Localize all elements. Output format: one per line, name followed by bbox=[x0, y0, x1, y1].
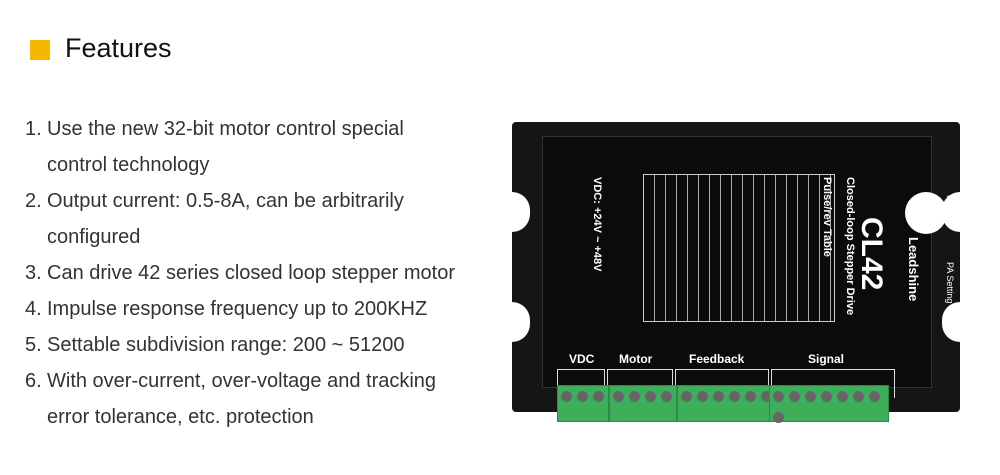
item-text: With over-current, over-voltage and trac… bbox=[47, 370, 437, 392]
page-title: Features bbox=[65, 33, 172, 63]
group-motor: Motor bbox=[619, 352, 653, 366]
feature-list: 1.Use the new 32-bit motor control speci… bbox=[25, 111, 495, 435]
item-number: 1. bbox=[25, 118, 42, 140]
item-text: Settable subdivision range: 200 ~ 51200 bbox=[47, 334, 405, 356]
pin-labels bbox=[675, 369, 769, 398]
pa-setting-label: PA Setting bbox=[945, 262, 955, 304]
terminal-feedback bbox=[677, 385, 775, 422]
item-number: 5. bbox=[25, 334, 42, 356]
list-item: 4.Impulse response frequency up to 200KH… bbox=[25, 291, 495, 327]
list-item: control technology bbox=[25, 147, 495, 183]
item-number: 2. bbox=[25, 190, 42, 212]
item-text: Output current: 0.5-8A, can be arbitrari… bbox=[47, 190, 404, 212]
mount-slot bbox=[512, 192, 530, 232]
item-text: control technology bbox=[47, 154, 210, 176]
item-text: Use the new 32-bit motor control special bbox=[47, 118, 404, 140]
group-feedback: Feedback bbox=[689, 352, 745, 366]
item-number: 3. bbox=[25, 262, 42, 284]
list-item: 6.With over-current, over-voltage and tr… bbox=[25, 363, 495, 399]
list-item: 2.Output current: 0.5-8A, can be arbitra… bbox=[25, 183, 495, 219]
item-text: error tolerance, etc. protection bbox=[47, 406, 314, 428]
pin-labels bbox=[607, 369, 673, 398]
voltage-label: VDC: +24V ~ +48V bbox=[591, 177, 603, 272]
item-text: configured bbox=[47, 226, 141, 248]
pin-labels bbox=[557, 369, 605, 398]
pin-labels bbox=[771, 369, 895, 398]
section-marker-icon bbox=[30, 40, 50, 60]
item-text: Can drive 42 series closed loop stepper … bbox=[47, 262, 455, 284]
terminal-motor bbox=[609, 385, 677, 422]
mount-slot bbox=[512, 302, 530, 342]
list-item: configured bbox=[25, 219, 495, 255]
item-text: Impulse response frequency up to 200KHZ bbox=[47, 298, 428, 320]
group-vdc: VDC bbox=[569, 352, 595, 366]
stepper-drive-image: Pulse/rev Table Closed-loop Stepper Driv… bbox=[512, 122, 960, 423]
mount-slot bbox=[942, 192, 960, 232]
label-plate: Pulse/rev Table Closed-loop Stepper Driv… bbox=[542, 136, 955, 398]
item-number: 4. bbox=[25, 298, 42, 320]
brand-name: Leadshine bbox=[906, 237, 921, 302]
pulse-rev-table bbox=[643, 174, 835, 322]
list-item: error tolerance, etc. protection bbox=[25, 399, 495, 435]
brand-logo bbox=[905, 192, 947, 234]
terminal-vdc bbox=[557, 385, 609, 422]
rs232-label: RS232 bbox=[945, 195, 955, 223]
table-title: Pulse/rev Table bbox=[821, 177, 833, 257]
list-item: 3.Can drive 42 series closed loop steppe… bbox=[25, 255, 495, 291]
group-signal: Signal bbox=[808, 352, 845, 366]
list-item: 5.Settable subdivision range: 200 ~ 5120… bbox=[25, 327, 495, 363]
list-item: 1.Use the new 32-bit motor control speci… bbox=[25, 111, 495, 147]
item-number: 6. bbox=[25, 370, 42, 392]
mount-slot bbox=[942, 302, 960, 342]
terminal-signal bbox=[769, 385, 889, 423]
model-name: CL42 bbox=[855, 217, 888, 291]
